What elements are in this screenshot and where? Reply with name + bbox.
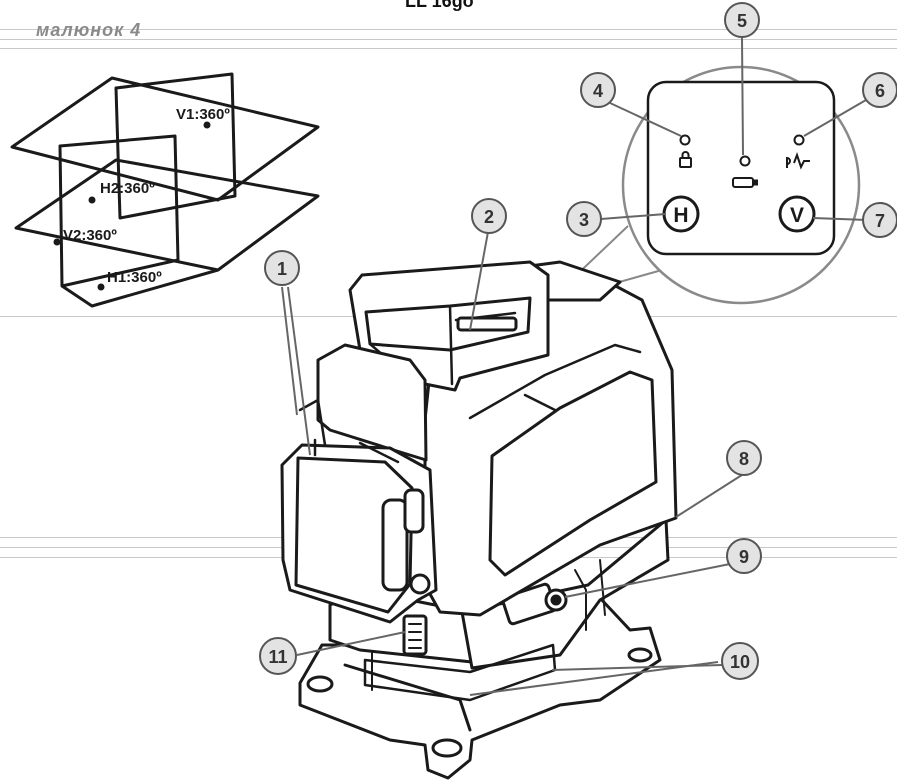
marker-h1 <box>97 283 105 291</box>
figure-caption: малюнок 4 <box>36 20 142 40</box>
battery-icon <box>732 177 758 188</box>
laser-planes-schematic <box>10 72 320 308</box>
callout-10: 10 <box>721 642 759 680</box>
callout-4-label: 4 <box>593 81 603 101</box>
v-button: V <box>778 195 816 233</box>
callout-1-label: 1 <box>277 259 287 279</box>
callout-2-label: 2 <box>484 207 494 227</box>
label-h1: H1:360º <box>107 269 162 286</box>
callouts: 1 2 3 4 5 6 7 <box>259 2 897 680</box>
callout-11-label: 11 <box>268 647 287 667</box>
label-v1: V1:360º <box>176 106 230 123</box>
pulse-icon <box>786 152 810 170</box>
led-battery <box>739 155 751 167</box>
marker-v2 <box>53 238 61 246</box>
callout-7-label: 7 <box>875 211 885 231</box>
led-lock <box>679 134 691 146</box>
callout-3: 3 <box>566 201 602 237</box>
h-button: H <box>662 195 700 233</box>
callout-3-label: 3 <box>579 210 589 230</box>
label-v2: V2:360º <box>63 227 117 244</box>
callout-6: 6 <box>862 72 897 108</box>
leader-lines <box>281 37 868 696</box>
plane-v1 <box>114 72 237 220</box>
model-title: LL 16go <box>405 0 474 11</box>
foot-right <box>627 647 653 663</box>
callout-5: 5 <box>724 2 760 38</box>
callout-8: 8 <box>726 440 762 476</box>
callout-9: 9 <box>726 538 762 574</box>
callout-7: 7 <box>862 202 897 238</box>
rule-line <box>0 29 897 30</box>
power-switch <box>402 614 428 656</box>
callout-5-label: 5 <box>737 11 747 31</box>
plane-markers <box>53 121 211 291</box>
callout-11: 11 <box>259 637 297 675</box>
rule-line <box>0 48 897 49</box>
top-slot <box>456 316 518 332</box>
laser-level-device <box>280 260 678 780</box>
lock-icon <box>679 151 692 168</box>
callout-2: 2 <box>471 198 507 234</box>
front-column <box>316 343 428 462</box>
v-button-label: V <box>790 204 804 227</box>
label-h2: H2:360º <box>100 180 155 197</box>
side-window <box>488 370 658 577</box>
plane-h1 <box>14 158 320 272</box>
panel-magnifier: H V <box>547 65 861 305</box>
front-side-latch <box>403 488 425 534</box>
callout-8-label: 8 <box>739 449 749 469</box>
h-button-label: H <box>673 204 688 227</box>
callout-6-label: 6 <box>875 81 885 101</box>
callout-4: 4 <box>580 72 616 108</box>
plane-h2 <box>10 76 320 202</box>
marker-v1 <box>203 121 211 129</box>
led-pulse <box>793 134 805 146</box>
front-side-slot <box>381 498 409 592</box>
plane-h1-tip <box>61 268 219 308</box>
foot-front <box>431 738 463 758</box>
callout-1: 1 <box>264 250 300 286</box>
front-knob <box>409 573 431 595</box>
plane-v2 <box>58 134 180 288</box>
rule-line <box>0 39 897 40</box>
foot-left <box>306 675 334 693</box>
callout-10-label: 10 <box>730 652 750 672</box>
callout-9-label: 9 <box>739 547 749 567</box>
marker-h2 <box>88 196 96 204</box>
